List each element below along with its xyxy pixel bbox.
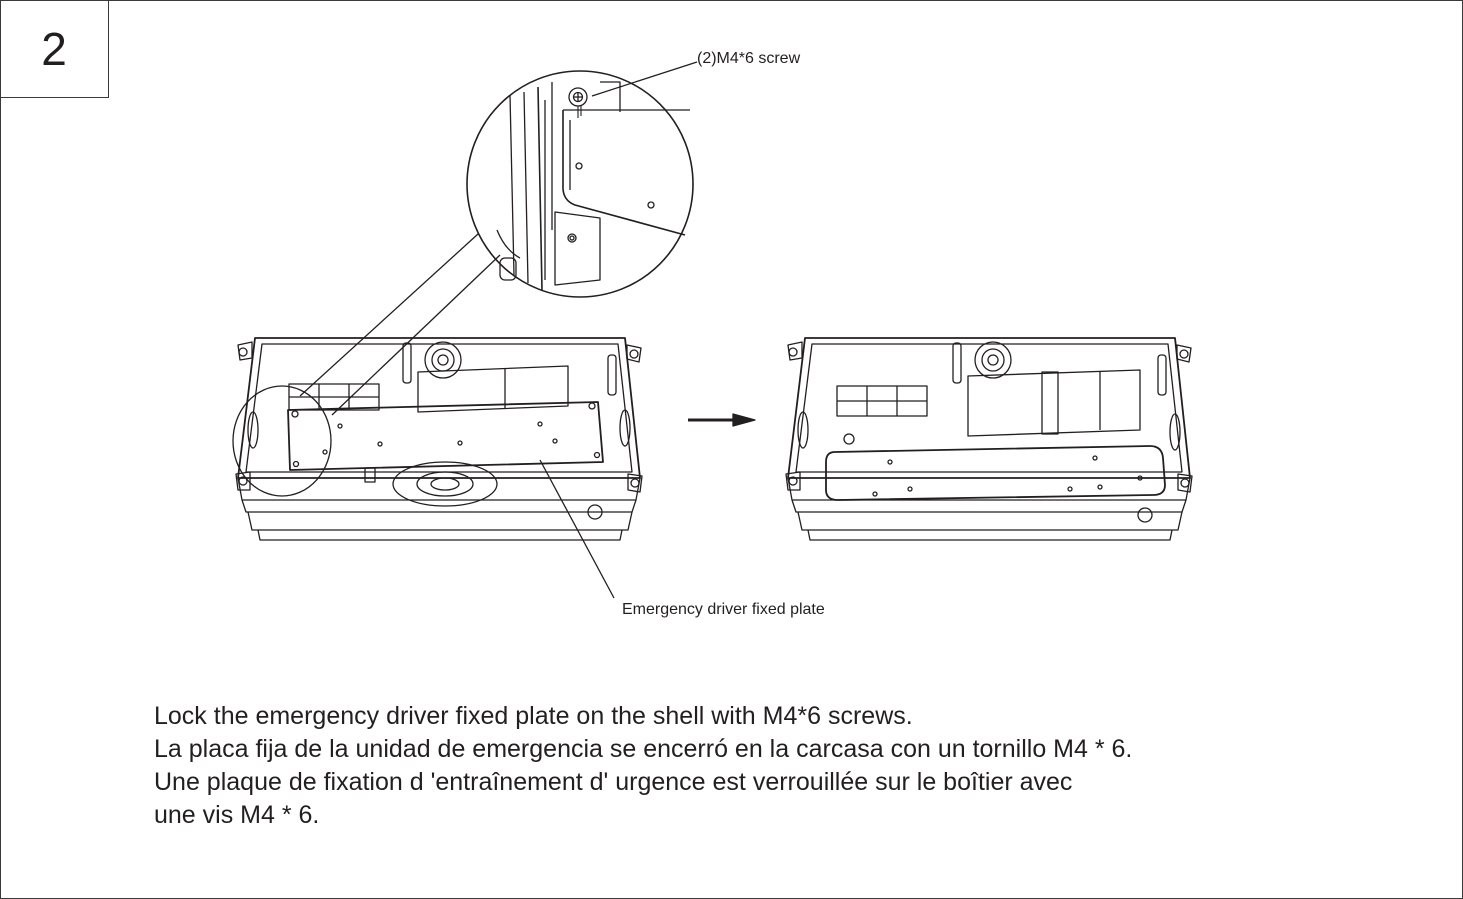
- arrow-icon: [688, 413, 756, 427]
- screw-leader-line: [591, 61, 698, 97]
- housing-before: [235, 337, 643, 541]
- instruction-english: Lock the emergency driver fixed plate on…: [154, 702, 913, 730]
- detail-leader-line: [299, 233, 479, 397]
- instruction-spanish: La placa fija de la unidad de emergencia…: [154, 735, 1133, 763]
- step-number: 2: [0, 0, 109, 98]
- housing-after: [785, 337, 1193, 541]
- plate-leader-line: [539, 459, 615, 599]
- magnified-detail: [466, 70, 694, 298]
- instruction-french: Une plaque de fixation d 'entraînement d…: [154, 768, 1073, 796]
- detail-circle: [232, 385, 332, 497]
- plate-callout: Emergency driver fixed plate: [622, 601, 825, 618]
- instructions: Lock the emergency driver fixed plate on…: [154, 700, 1132, 832]
- instruction-french-cont: une vis M4 * 6.: [154, 801, 320, 829]
- screw-callout: (2)M4*6 screw: [697, 50, 801, 67]
